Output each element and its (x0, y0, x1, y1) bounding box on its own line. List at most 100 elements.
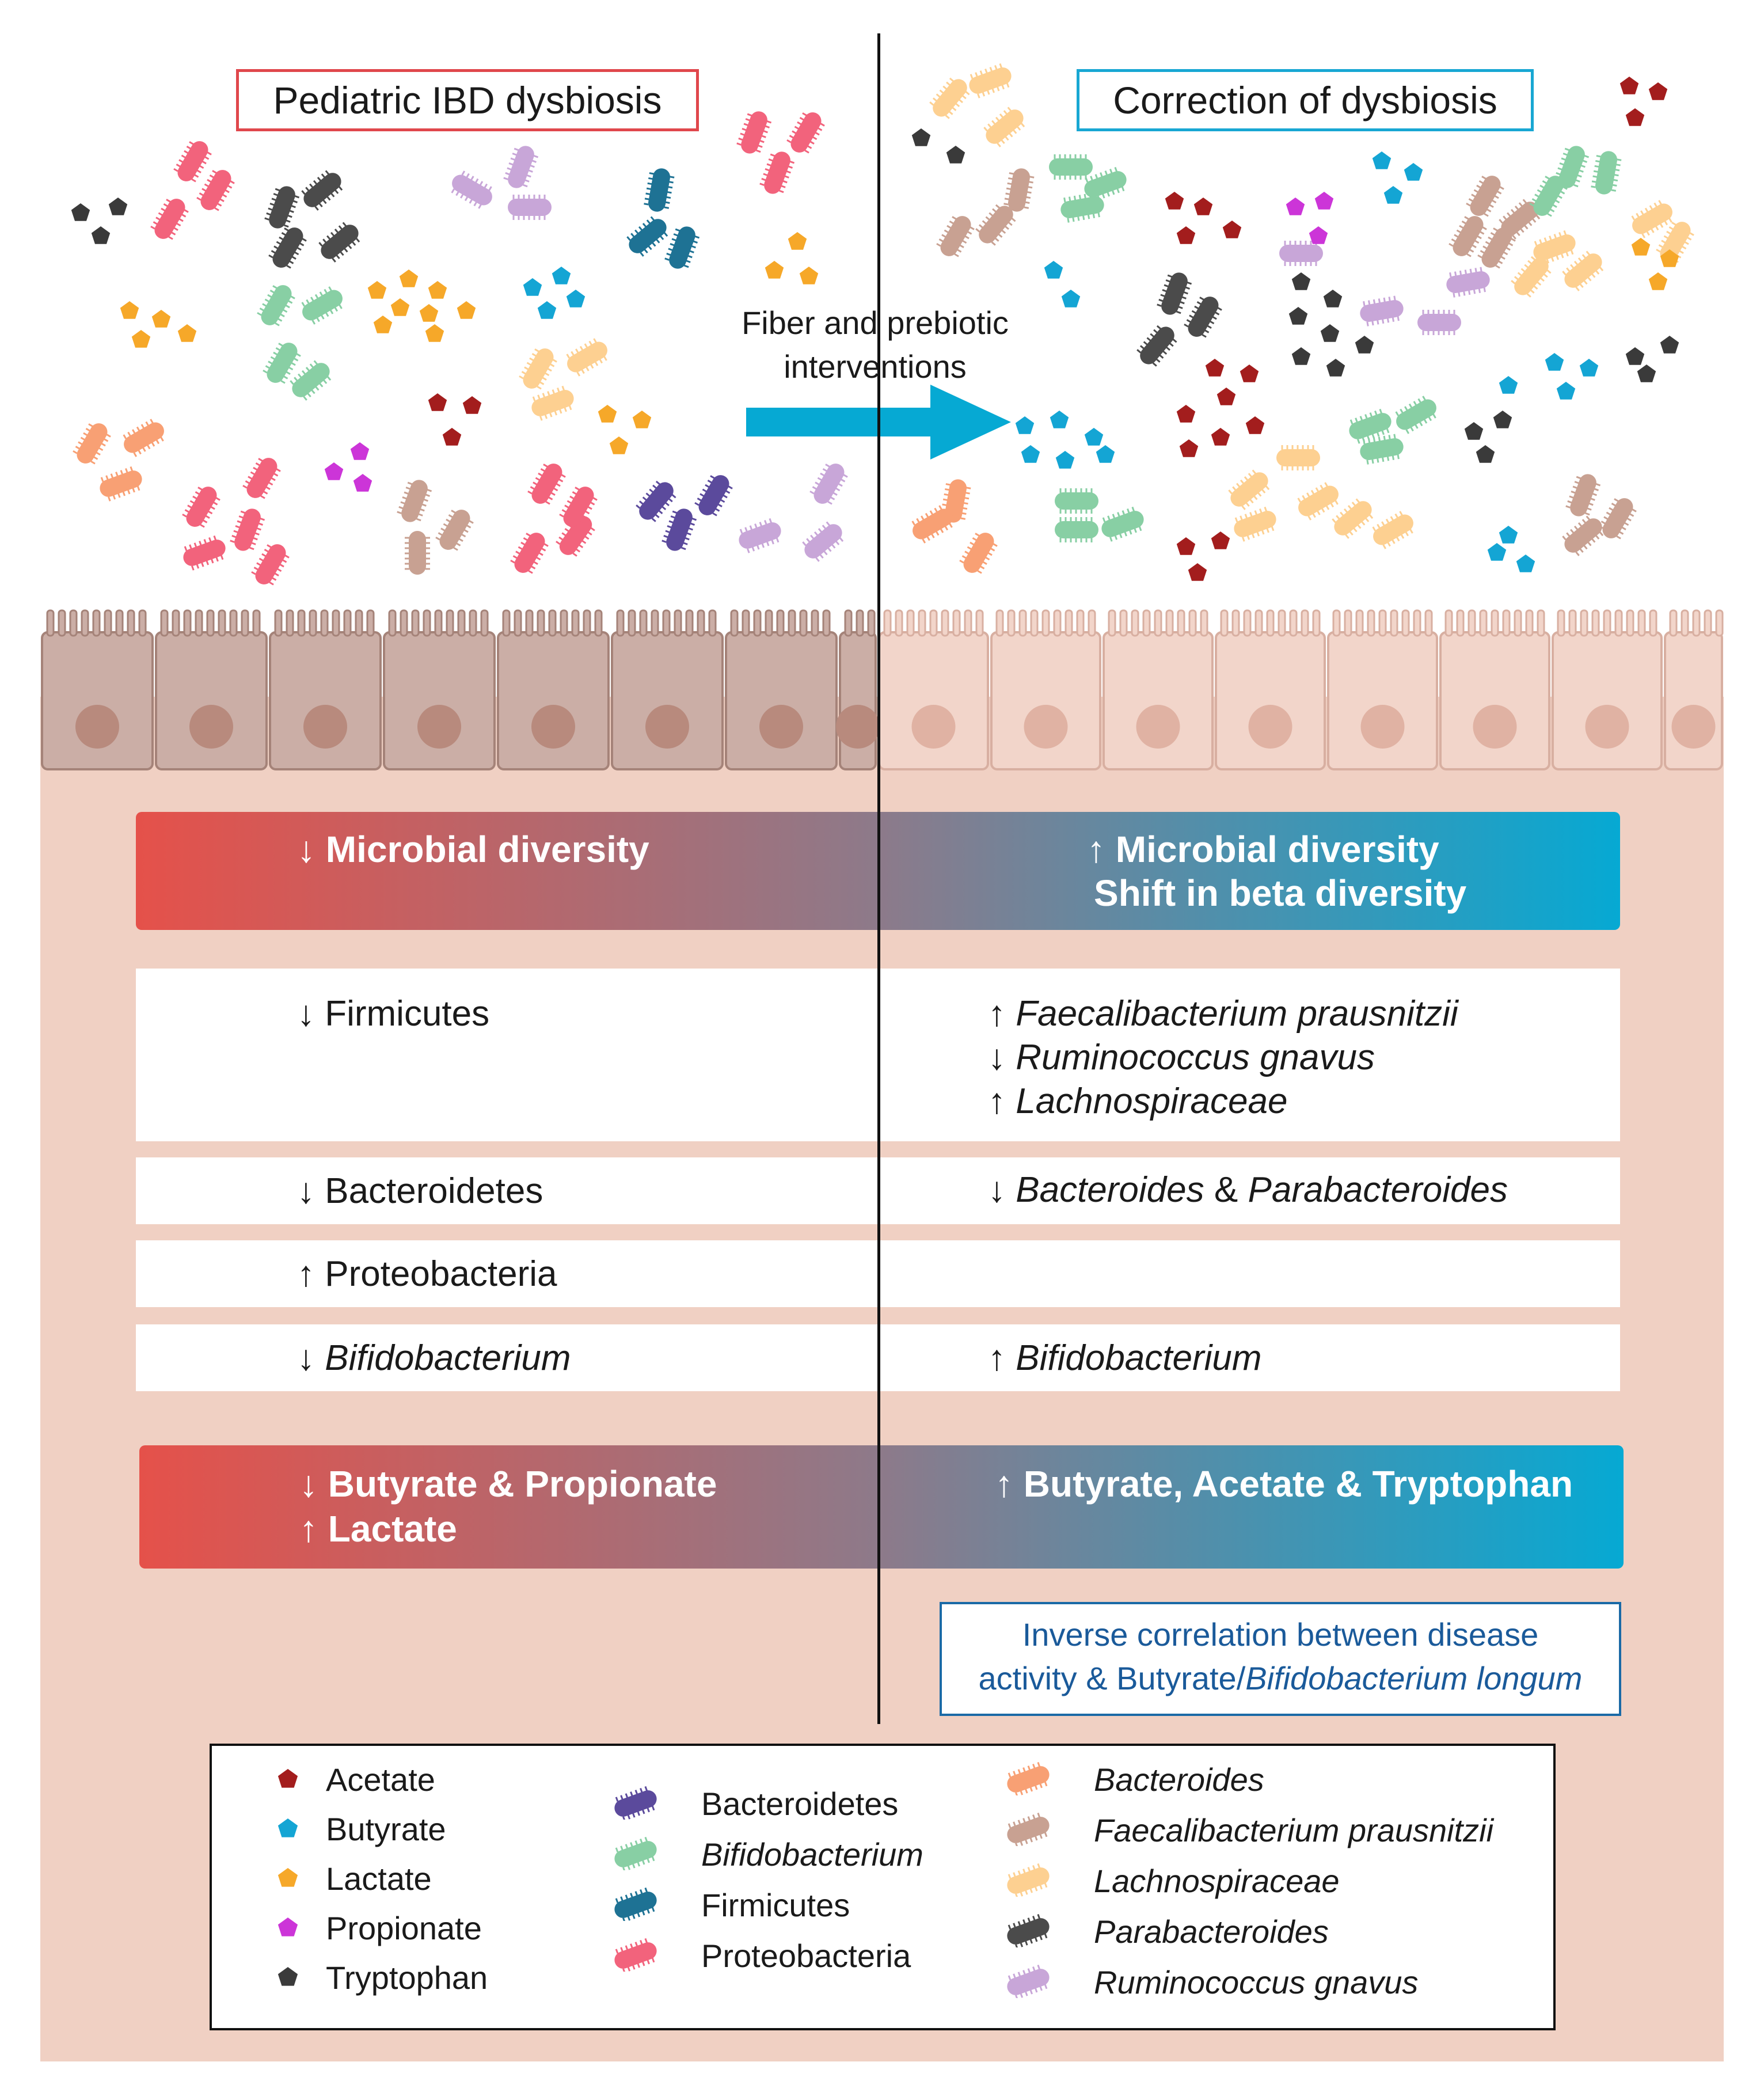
left-proteobacteria-bacterium (173, 141, 212, 183)
left-propionate-molecule (324, 462, 344, 480)
left-lactate-molecule (765, 261, 784, 279)
legend-label: Firmicutes (701, 1887, 850, 1923)
right-bacteroides-bacterium (911, 505, 953, 544)
legend-label: Acetate (326, 1761, 435, 1798)
right-parabacteroides-bacterium (1157, 272, 1192, 315)
right-faecalibacterium-prausnitzii-bacterium (1466, 176, 1504, 217)
correlation-line-1: Inverse correlation between disease (1022, 1616, 1539, 1653)
left-tryptophan-molecule (91, 226, 111, 244)
left-lactate-molecule (425, 324, 444, 342)
row-firmicutes-left: ↓ Firmicutes (297, 994, 490, 1034)
row-firmicutes-right-3: ↑ Lachnospiraceae (988, 1081, 1288, 1121)
left-proteobacteria-bacterium (759, 151, 795, 194)
legend-bacterium (1007, 1964, 1050, 1998)
microbiota-scatter (71, 63, 1694, 586)
right-faecalibacterium-prausnitzii-bacterium (1598, 498, 1637, 540)
legend-box (210, 1744, 1556, 2030)
legend-swatch-bacteroidetes-icon (614, 1786, 657, 1820)
left-acetate-molecule (442, 428, 462, 446)
right-acetate-molecule (1188, 563, 1207, 581)
legend-label: Propionate (326, 1910, 482, 1946)
right-tryptophan-molecule (911, 128, 931, 146)
right-tryptophan-molecule (1493, 411, 1512, 428)
right-acetate-molecule (1176, 226, 1196, 244)
right-epithelial-cell (1327, 609, 1438, 770)
left-bacteroides-bacterium (100, 466, 142, 502)
right-lachnospiraceae-bacterium (1631, 200, 1672, 238)
right-ruminococcus-gnavus-bacterium (1446, 267, 1490, 298)
legend-label: Lactate (326, 1860, 432, 1897)
right-tryptophan-molecule (1464, 422, 1484, 440)
left-parabacteroides-bacterium (318, 222, 360, 263)
right-butyrate-molecule (1044, 261, 1063, 279)
left-propionate-molecule (353, 474, 372, 492)
legend-label: Lachnospiraceae (1094, 1863, 1340, 1899)
right-tryptophan-molecule (946, 146, 965, 164)
right-butyrate-molecule (1579, 359, 1599, 377)
left-epithelial-cell (269, 609, 382, 770)
left-lactate-molecule (632, 411, 652, 428)
right-acetate-molecule (1245, 416, 1265, 434)
left-bifidobacterium-bacterium (301, 286, 343, 325)
right-faecalibacterium-prausnitzii-bacterium (936, 216, 975, 257)
right-acetate-molecule (1648, 82, 1668, 100)
left-epithelial-cell (611, 609, 724, 770)
left-bacteroidetes-bacterium (662, 508, 697, 551)
right-bifidobacterium-bacterium (1055, 488, 1098, 514)
right-propionate-molecule (1314, 192, 1334, 210)
right-acetate-molecule (1179, 439, 1199, 457)
legend-bacterium (1007, 1913, 1050, 1947)
right-epithelial-cell (878, 609, 989, 770)
metabolites-left-2: ↑ Lactate (299, 1508, 457, 1550)
left-propionate-molecule (350, 442, 370, 460)
legend-swatch-proteobacteria-icon (614, 1938, 657, 1972)
right-title: Correction of dysbiosis (1113, 79, 1497, 121)
left-ruminococcus-gnavus-bacterium (451, 170, 492, 209)
legend-swatch-butyrate-icon (277, 1818, 298, 1837)
right-ruminococcus-gnavus-bacterium (1279, 241, 1323, 266)
left-lachnospiraceae-bacterium (566, 338, 607, 377)
right-epithelial-cell (1439, 609, 1550, 770)
right-tryptophan-molecule (1320, 324, 1340, 342)
left-proteobacteria-bacterium (183, 535, 226, 571)
right-epithelial-cell (1552, 609, 1663, 770)
right-tryptophan-molecule (1291, 272, 1311, 290)
left-proteobacteria-bacterium (242, 458, 281, 499)
left-lachnospiraceae-bacterium (531, 385, 574, 421)
legend-label: Butyrate (326, 1811, 446, 1847)
right-acetate-molecule (1193, 198, 1213, 215)
left-epithelial-cell (41, 609, 154, 770)
legend-label: Parabacteroides (1094, 1913, 1329, 1950)
right-propionate-molecule (1309, 226, 1328, 244)
left-proteobacteria-bacterium (736, 111, 772, 154)
legend-label: Proteobacteria (701, 1938, 911, 1974)
left-ruminococcus-gnavus-bacterium (739, 518, 781, 553)
right-acetate-molecule (1222, 221, 1242, 238)
left-proteobacteria-bacterium (230, 508, 265, 551)
right-butyrate-molecule (1499, 376, 1518, 394)
right-acetate-molecule (1625, 108, 1645, 126)
left-epithelial-cell (497, 609, 610, 770)
left-proteobacteria-bacterium (559, 487, 598, 528)
right-butyrate-molecule (1015, 416, 1035, 434)
right-bifidobacterium-bacterium (1049, 154, 1093, 180)
diversity-right-1: ↑ Microbial diversity (1087, 829, 1439, 870)
right-butyrate-molecule (1050, 411, 1069, 428)
right-faecalibacterium-prausnitzii-bacterium (1499, 199, 1541, 240)
right-tryptophan-molecule (1291, 347, 1311, 365)
right-butyrate-molecule (1055, 451, 1075, 469)
right-butyrate-molecule (1061, 290, 1081, 307)
left-lactate-molecule (390, 298, 410, 316)
right-butyrate-molecule (1545, 353, 1564, 371)
left-tryptophan-molecule (71, 203, 90, 221)
correlation-box (940, 1602, 1621, 1716)
left-lactate-molecule (131, 330, 151, 348)
right-lachnospiraceae-bacterium (1511, 256, 1552, 298)
metabolites-left-1: ↓ Butyrate & Propionate (299, 1463, 717, 1505)
left-lactate-molecule (799, 267, 819, 284)
legend-swatch-propionate-icon (277, 1917, 298, 1936)
right-tryptophan-molecule (1660, 336, 1679, 354)
left-acetate-molecule (462, 396, 482, 414)
right-lachnospiraceae-bacterium (983, 107, 1025, 147)
